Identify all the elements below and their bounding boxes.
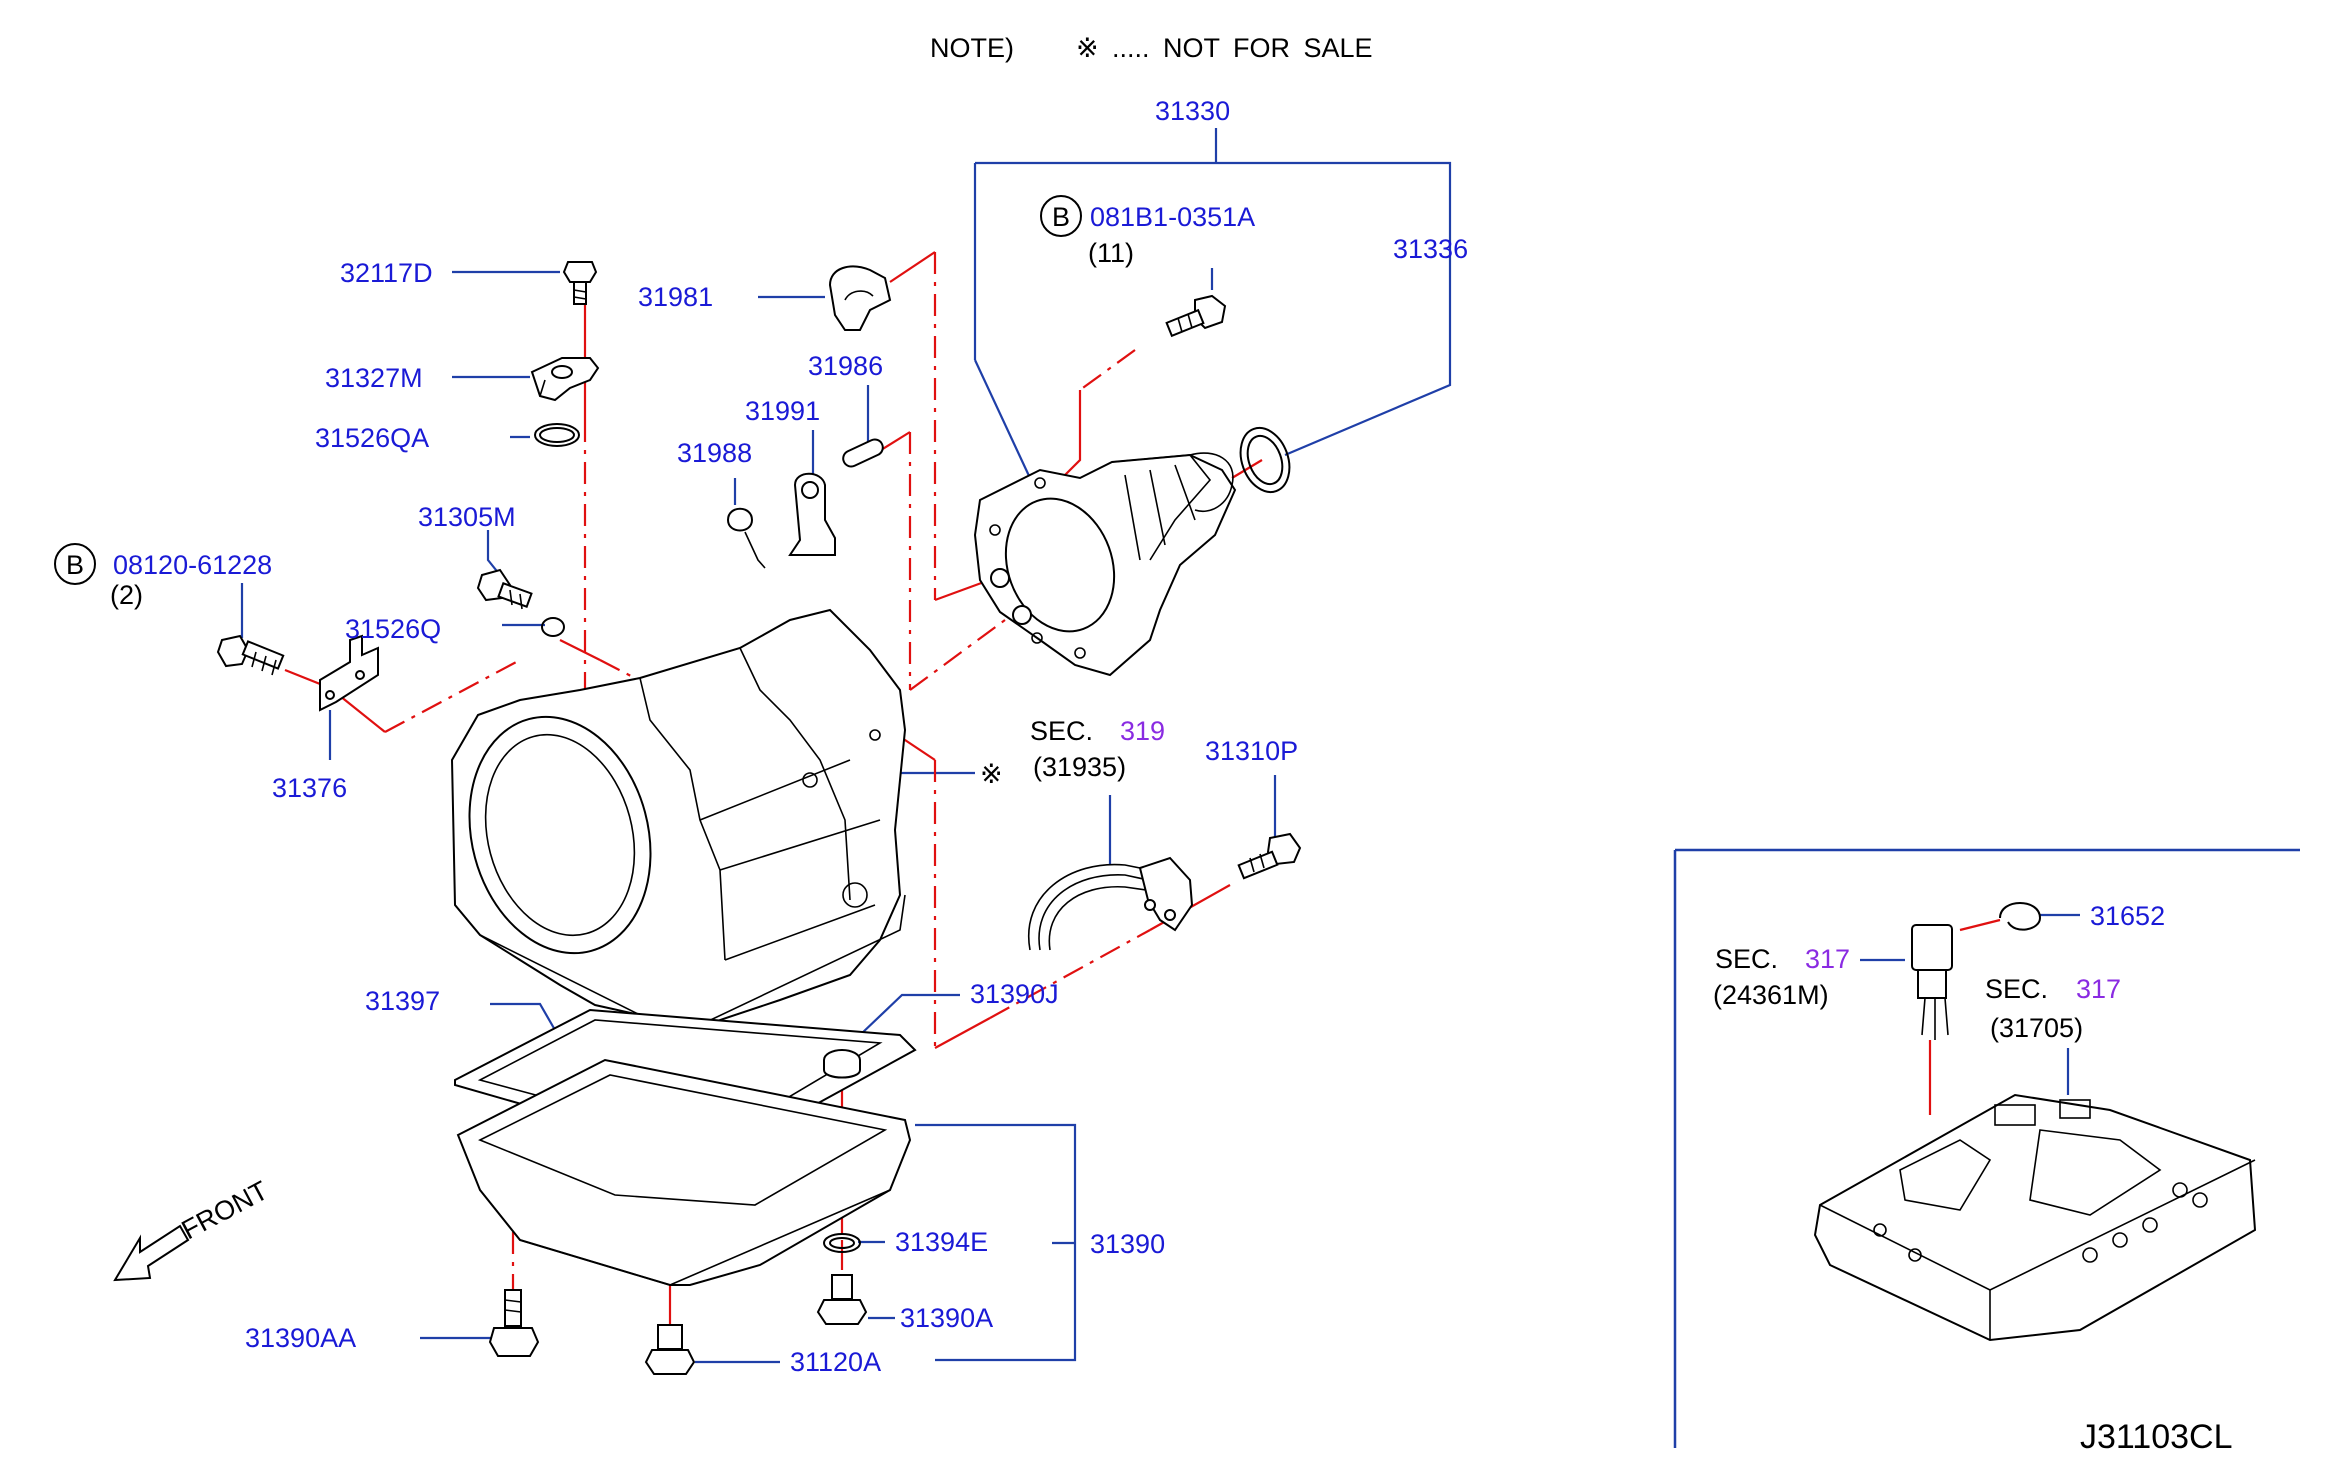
label-31376: 31376 [272, 773, 347, 803]
circle-marker-08120: B [54, 543, 96, 585]
pin-31986 [842, 438, 884, 468]
label-31336: 31336 [1393, 234, 1468, 264]
label-31526Q: 31526Q [345, 614, 441, 644]
label-31394E: 31394E [895, 1227, 988, 1257]
label-31120A: 31120A [790, 1347, 881, 1377]
label-31305M: 31305M [418, 502, 516, 532]
circle-marker-081B1: B [1040, 195, 1082, 237]
diagram-code: J31103CL [2080, 1418, 2233, 1456]
label-08120-qty: (2) [110, 580, 143, 610]
circle-letter: B [1052, 202, 1070, 232]
label-31652: 31652 [2090, 901, 2165, 931]
bolt-31310P [1237, 832, 1302, 880]
note-symbol: ※ [1076, 33, 1099, 63]
washer-31394E [823, 1233, 861, 1253]
label-31397: 31397 [365, 986, 440, 1016]
bolt-31390AA [488, 1289, 540, 1357]
label-31986: 31986 [808, 351, 883, 381]
lever-31991 [788, 472, 836, 556]
label-31390J: 31390J [970, 979, 1059, 1009]
bolt-08120 [216, 634, 285, 676]
spring-31988 [726, 507, 766, 569]
label-31330: 31330 [1155, 96, 1230, 126]
oil-pan-31390 [456, 1058, 912, 1286]
harness-31935 [1027, 856, 1194, 951]
label-sec-319-prefix: SEC. [1030, 716, 1093, 746]
label-081B1-qty: (11) [1088, 238, 1134, 268]
front-label: FRONT [177, 1175, 273, 1245]
control-valve-31705 [1813, 1093, 2257, 1342]
oring-31526QA [534, 423, 580, 447]
leader-lines [240, 128, 2080, 1364]
note-prefix: NOTE) [930, 33, 1014, 63]
plug-31120A [644, 1324, 696, 1375]
label-31981: 31981 [638, 282, 713, 312]
note-text: ..... NOT FOR SALE [1112, 33, 1373, 63]
clip-31652 [1999, 902, 2042, 931]
label-sec-317a-number: 317 [1805, 944, 1850, 974]
transmission-case [450, 608, 907, 1037]
label-sec-317a-sub: (24361M) [1713, 980, 1829, 1010]
sensor-31305M [476, 568, 533, 610]
plug-31390A [816, 1274, 868, 1325]
bracket-31376 [319, 634, 379, 712]
front-arrow-icon [113, 1224, 190, 1282]
inset-frame [1673, 848, 2300, 1448]
label-sec-317b-prefix: SEC. [1985, 974, 2048, 1004]
cover-31981 [828, 265, 892, 331]
oil-seal-31336 [1239, 427, 1291, 493]
callout-labels: 31330 31336 081B1-0351A (11) 32117D 3198… [110, 96, 2165, 1377]
label-sec-317b-number: 317 [2076, 974, 2121, 1004]
extension-housing-31330 [973, 452, 1237, 677]
bolt-32117D [562, 261, 598, 305]
bolt-081B1 [1165, 294, 1227, 338]
label-31390AA: 31390AA [245, 1323, 356, 1353]
label-sec-317a-prefix: SEC. [1715, 944, 1778, 974]
label-31991: 31991 [745, 396, 820, 426]
label-31327M: 31327M [325, 363, 423, 393]
label-31526QA: 31526QA [315, 423, 429, 453]
label-sec-319-sub: (31935) [1033, 752, 1126, 782]
label-31390A: 31390A [900, 1303, 993, 1333]
plate-31327M [530, 357, 600, 402]
connector-24361M [1911, 924, 1953, 1040]
note-header: NOTE) ※ ..... NOT FOR SALE [930, 33, 1373, 63]
label-31390: 31390 [1090, 1229, 1165, 1259]
label-31988: 31988 [677, 438, 752, 468]
label-081B1-0351A: 081B1-0351A [1090, 202, 1255, 232]
circle-letter: B [66, 550, 84, 580]
label-sec-317b-sub: (31705) [1990, 1013, 2083, 1043]
magnet-31390J [823, 1049, 861, 1079]
oring-31526Q [541, 617, 565, 637]
not-for-sale-mark: ※ [980, 759, 1003, 789]
label-08120-61228: 08120-61228 [113, 550, 272, 580]
label-32117D: 32117D [340, 258, 433, 288]
label-31310P: 31310P [1205, 736, 1298, 766]
label-sec-319-number: 319 [1120, 716, 1165, 746]
